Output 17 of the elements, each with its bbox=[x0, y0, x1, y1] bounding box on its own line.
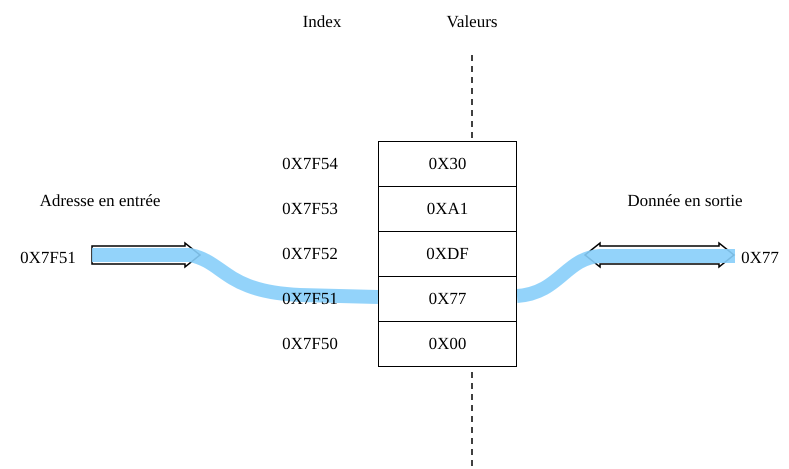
data-path bbox=[516, 249, 735, 303]
index-label: 0X7F52 bbox=[282, 244, 338, 264]
output-caption: Donnée en sortie bbox=[627, 191, 743, 211]
output-value: 0X77 bbox=[741, 248, 779, 268]
column-header: Valeurs bbox=[446, 12, 498, 32]
memory-cell: 0X30 bbox=[378, 141, 517, 187]
column-header: Index bbox=[302, 12, 342, 32]
memory-cell: 0XDF bbox=[378, 231, 517, 277]
index-label: 0X7F53 bbox=[282, 199, 338, 219]
index-label: 0X7F54 bbox=[282, 154, 338, 174]
index-label: 0X7F51 bbox=[282, 289, 338, 309]
index-label: 0X7F50 bbox=[282, 334, 338, 354]
input-address: 0X7F51 bbox=[20, 248, 76, 268]
input-caption: Adresse en entrée bbox=[40, 191, 160, 211]
memory-cell: 0XA1 bbox=[378, 186, 517, 232]
memory-cell: 0X77 bbox=[378, 276, 517, 322]
memory-cell: 0X00 bbox=[378, 321, 517, 367]
